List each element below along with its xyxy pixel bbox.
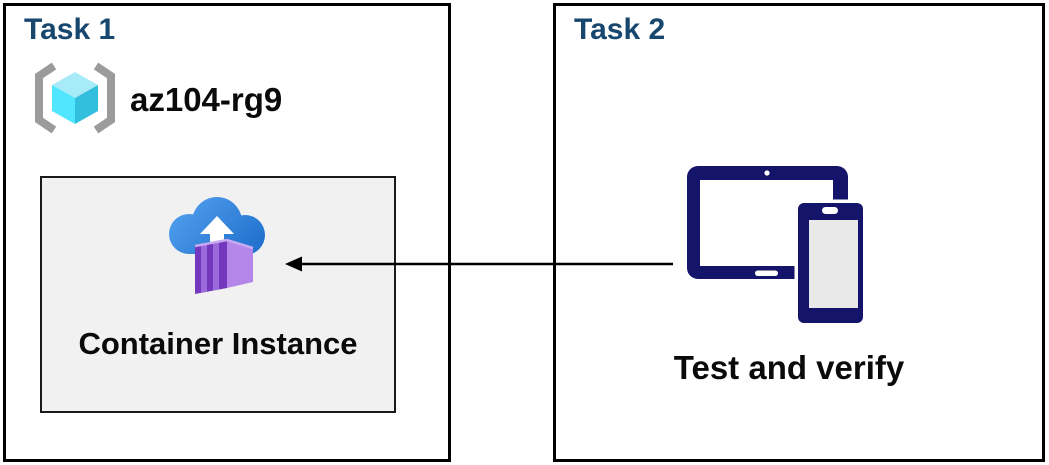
- container-instance-label: Container Instance: [78, 326, 358, 361]
- container-instance-box: Container Instance: [40, 176, 396, 413]
- task2-box: Task 2 Test and verify: [553, 3, 1045, 462]
- devices-icon: [687, 166, 867, 327]
- resource-group-name: az104-rg9: [130, 81, 283, 118]
- phone-shape: [794, 199, 867, 327]
- task2-title: Task 2: [574, 13, 666, 46]
- arrow-head: [285, 256, 302, 272]
- phone-screen: [809, 220, 858, 308]
- container-instances-icon: [169, 197, 265, 294]
- container-cube-shape: [194, 238, 254, 294]
- upload-arrow-shape: [200, 216, 234, 258]
- cube-left-face: [52, 85, 75, 124]
- right-bracket-shape: [93, 62, 115, 134]
- tablet-camera-dot: [764, 170, 770, 176]
- connector-arrow: [285, 256, 673, 272]
- phone-speaker-slot: [822, 207, 838, 214]
- resource-group-icon: [35, 62, 115, 134]
- cube-right-face: [75, 85, 98, 124]
- task1-title: Task 1: [24, 13, 116, 46]
- task1-box: Task 1 az104-rg9: [3, 3, 451, 462]
- tablet-home-slot: [755, 270, 778, 276]
- left-bracket-shape: [35, 62, 57, 134]
- test-and-verify-label: Test and verify: [673, 349, 905, 386]
